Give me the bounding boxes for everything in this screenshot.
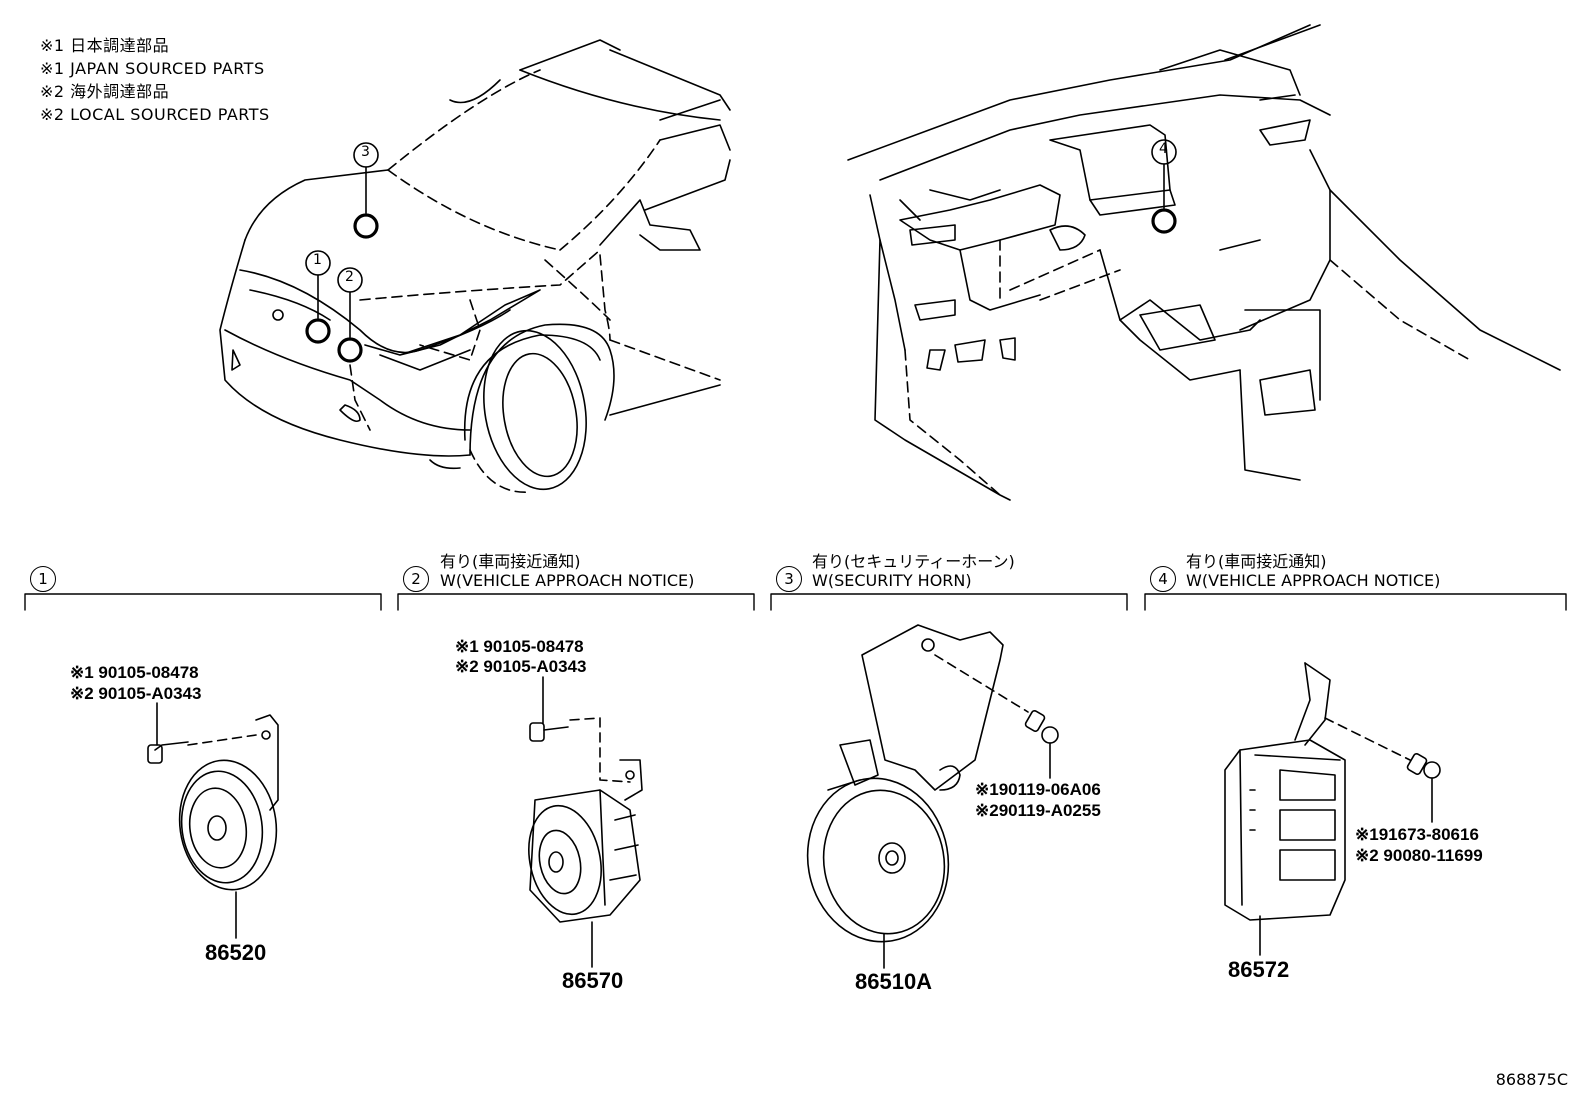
dashboard-illustration	[847, 24, 1561, 501]
section-4-number: 4	[1150, 566, 1176, 592]
s3-bolt-pn-2: ※290119-A0255	[975, 801, 1101, 820]
section-2-title-en: W(VEHICLE APPROACH NOTICE)	[440, 571, 695, 590]
legend-line-3: ※2 海外調達部品	[40, 82, 170, 101]
horn-86510a-drawing	[806, 624, 1059, 969]
s3-bolt-pn-1: ※190119-06A06	[975, 780, 1101, 799]
s4-part-number: 86572	[1228, 957, 1290, 982]
section-3-title-en: W(SECURITY HORN)	[812, 571, 972, 590]
callout-2-label: 2	[345, 269, 354, 285]
section-2-title-jp: 有り(車両接近通知)	[440, 552, 581, 571]
s1-bolt-pn-1: ※1 90105-08478	[70, 663, 199, 682]
callout-3-label: 3	[361, 144, 370, 160]
horn-86520-drawing	[147, 702, 279, 939]
section-1-number: 1	[30, 566, 56, 592]
legend: ※1 日本調達部品 ※1 JAPAN SOURCED PARTS ※2 海外調達…	[40, 34, 270, 126]
vehicle-front-illustration	[219, 39, 731, 493]
s3-part-number: 86510A	[855, 969, 933, 994]
s4-bolt-pn-1: ※191673-80616	[1355, 825, 1479, 844]
section-4-title-jp: 有り(車両接近通知)	[1186, 552, 1327, 571]
section-2-number: 2	[403, 566, 429, 592]
legend-line-4: ※2 LOCAL SOURCED PARTS	[40, 105, 270, 124]
section-brackets	[24, 593, 1567, 611]
section-3-number: 3	[776, 566, 802, 592]
ecu-86572-drawing	[1224, 662, 1441, 956]
s1-bolt-pn-2: ※2 90105-A0343	[70, 684, 202, 703]
callout-1-label: 1	[313, 252, 322, 268]
s2-bolt-pn-2: ※2 90105-A0343	[455, 657, 587, 676]
section-4-title-en: W(VEHICLE APPROACH NOTICE)	[1186, 571, 1441, 590]
section-3-title-jp: 有り(セキュリティーホーン)	[812, 552, 1015, 571]
figure-reference-code: 868875C	[1495, 1070, 1568, 1089]
callout-4-label: 4	[1159, 141, 1168, 157]
s4-bolt-pn-2: ※2 90080-11699	[1355, 846, 1483, 865]
s2-part-number: 86570	[562, 968, 624, 993]
speaker-86570-drawing	[528, 676, 643, 968]
vehicle-callouts	[305, 142, 379, 363]
legend-line-2: ※1 JAPAN SOURCED PARTS	[40, 59, 265, 78]
s2-bolt-pn-1: ※1 90105-08478	[455, 637, 584, 656]
legend-line-1: ※1 日本調達部品	[40, 36, 170, 55]
s1-part-number: 86520	[205, 940, 267, 965]
